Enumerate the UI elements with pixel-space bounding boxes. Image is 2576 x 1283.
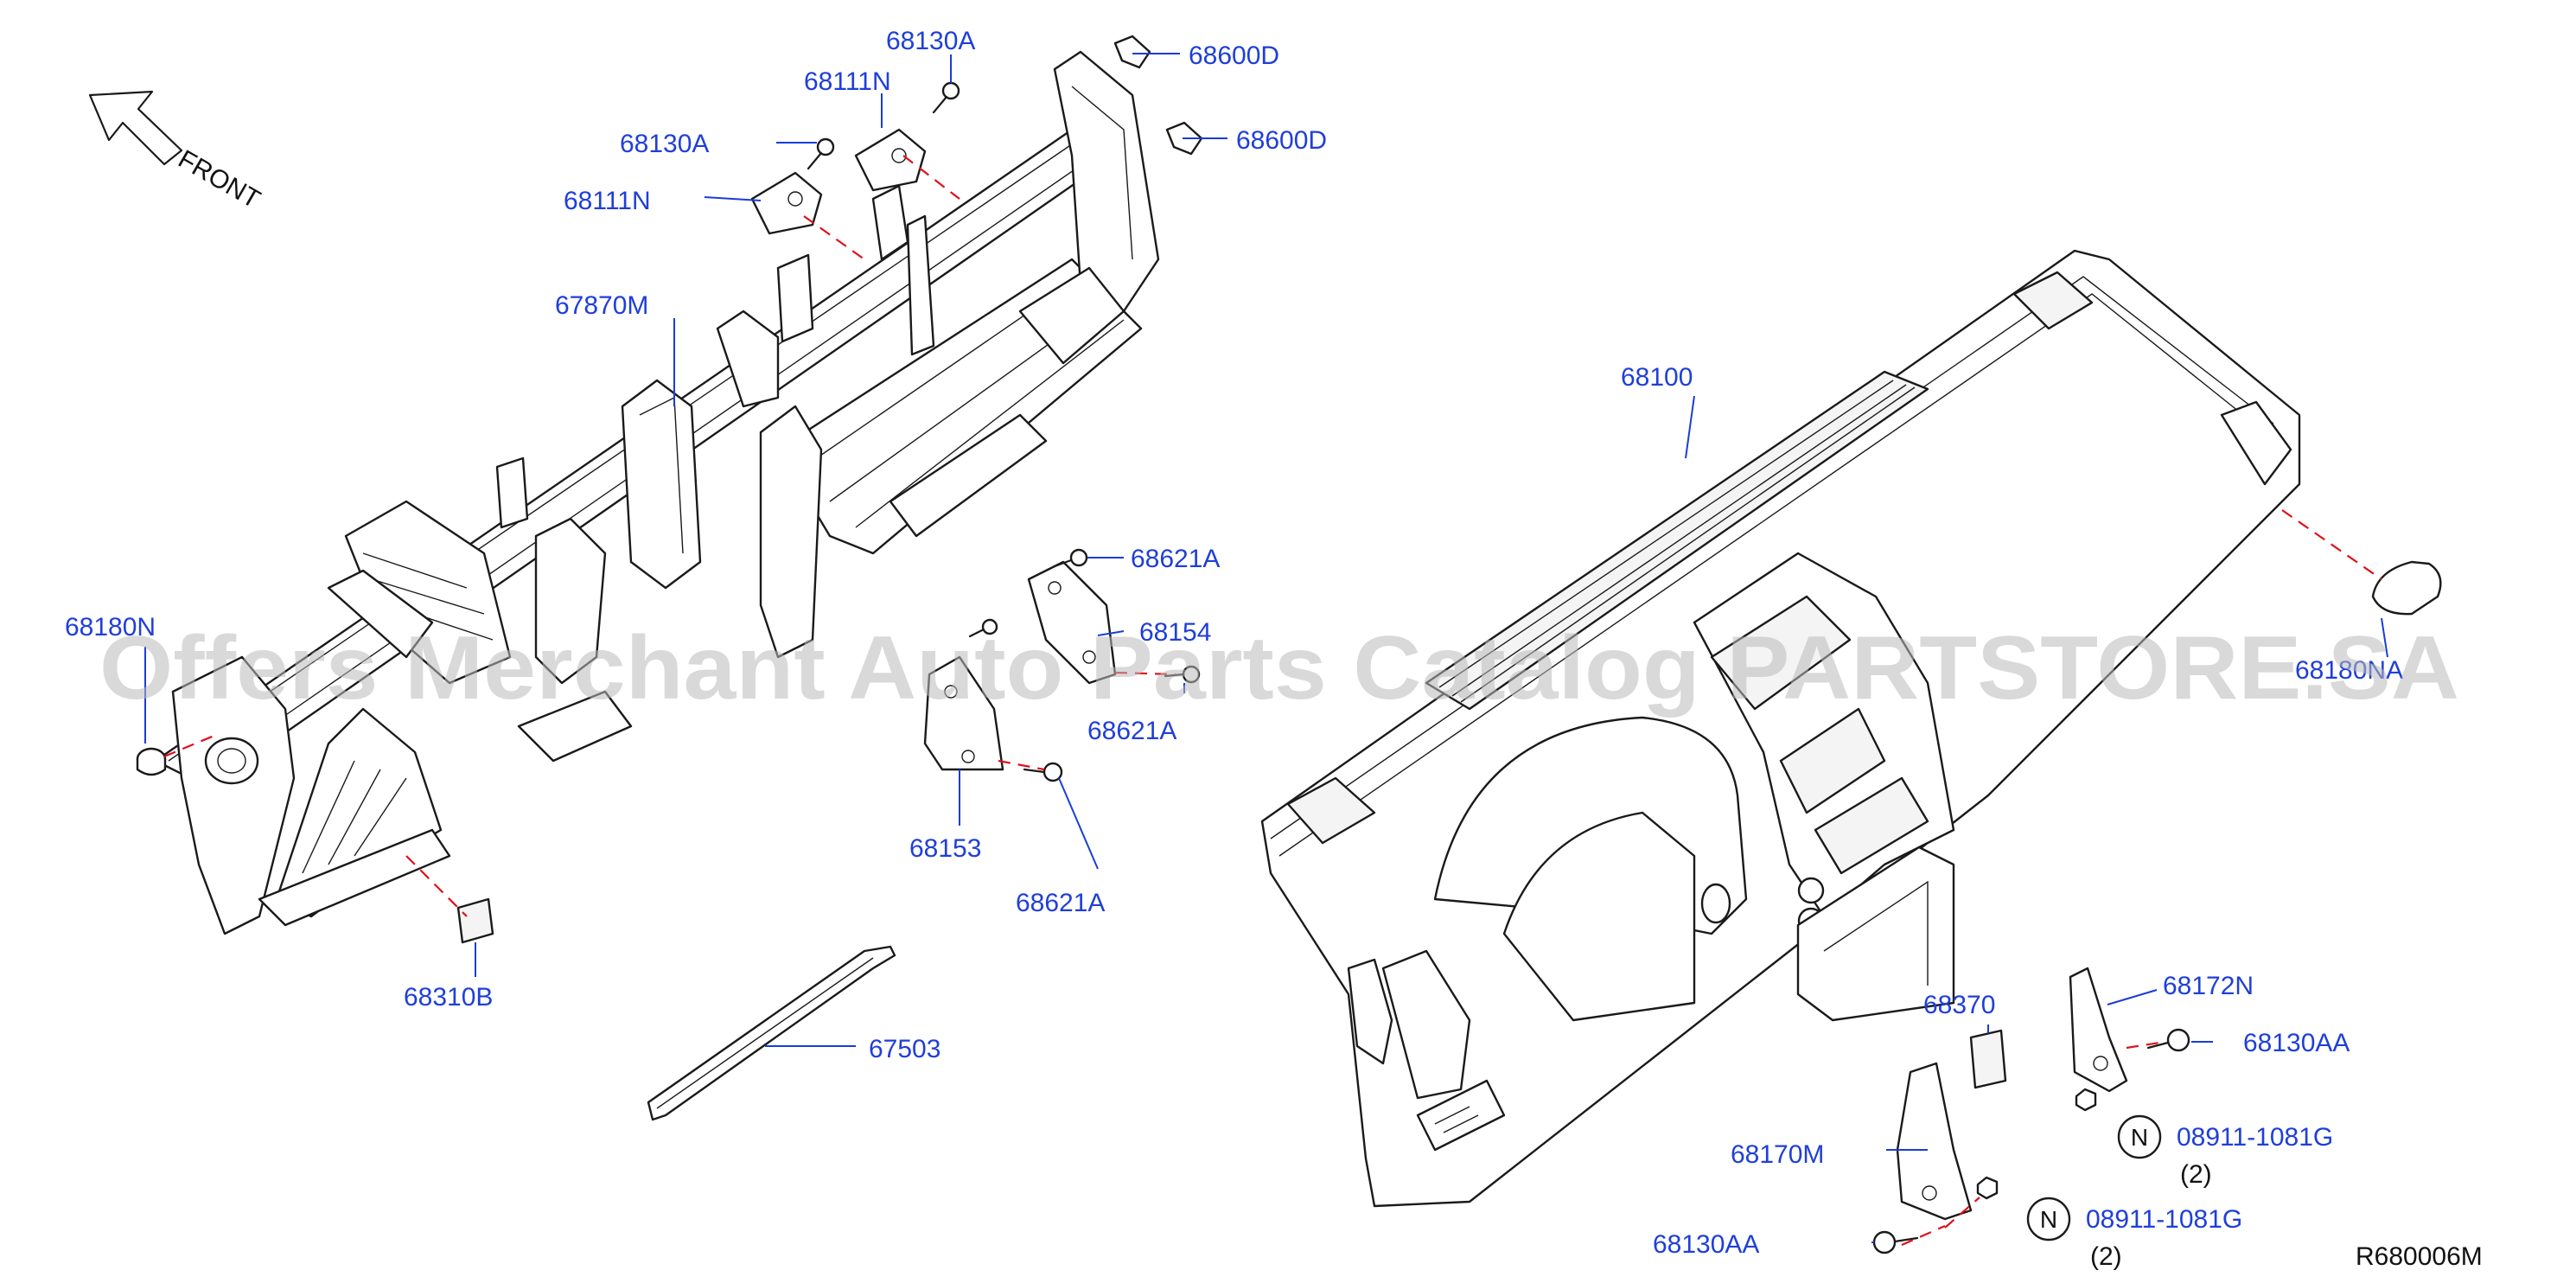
assembly-guide-lines xyxy=(163,155,2382,1247)
instrument-panel-68100 xyxy=(1260,249,2301,1208)
part-label[interactable]: 68153 xyxy=(909,834,981,863)
part-label[interactable]: 68370 xyxy=(1923,991,1995,1019)
part-label[interactable]: 68111N xyxy=(804,67,891,96)
diagram-code: R680006M xyxy=(2356,1242,2483,1271)
bracket-68172n xyxy=(2069,967,2128,1093)
part-label[interactable]: 68600D xyxy=(1189,41,1279,70)
part-label[interactable]: 68180N xyxy=(65,613,156,642)
bolt-68130a-right-icon xyxy=(932,81,960,114)
bracket-68153 xyxy=(923,655,1004,771)
steering-member-67870m xyxy=(154,50,1160,935)
svg-text:N: N xyxy=(2040,1206,2057,1233)
bolt-68153-top-icon xyxy=(968,618,998,638)
part-label[interactable]: 68154 xyxy=(1139,618,1211,647)
plug-68180n-icon xyxy=(136,747,167,776)
quantity-label: (2) xyxy=(2180,1160,2212,1189)
bolt-68621a-top-icon xyxy=(1053,548,1088,568)
part-label[interactable]: 68600D xyxy=(1236,126,1327,155)
bolt-68130aa-left-icon xyxy=(1872,1230,1919,1254)
front-direction-label: FRONT xyxy=(174,144,265,214)
part-label[interactable]: 08911-1081G xyxy=(2086,1205,2242,1234)
bolt-68621a-mid-icon xyxy=(1164,665,1201,684)
n-marker-right: N xyxy=(2117,1114,2162,1159)
cap-68180na-icon xyxy=(2371,560,2442,616)
part-label[interactable]: 68100 xyxy=(1621,363,1693,392)
bolt-68130a-left-icon xyxy=(807,137,835,170)
part-labels: 68130A 68600D 68111N 68130A 68600D 68111… xyxy=(65,27,2403,1271)
part-label[interactable]: 67870M xyxy=(555,291,648,320)
reinforcement-bar-67503 xyxy=(647,945,896,1121)
nut-08911-left-icon xyxy=(1976,1176,1999,1200)
bracket-68111n-left xyxy=(750,171,823,235)
bracket-68170m xyxy=(1896,1062,1973,1221)
bracket-68111n-right xyxy=(854,128,927,192)
watermark-text: Offers Merchant Auto Parts Catalog PARTS… xyxy=(99,618,2459,718)
part-label[interactable]: 68130A xyxy=(620,130,709,158)
front-direction-arrow-icon xyxy=(88,90,183,166)
bolt-68130aa-right-icon xyxy=(2146,1028,2190,1052)
part-label[interactable]: 68130A xyxy=(886,27,975,55)
part-label[interactable]: 68130AA xyxy=(1653,1230,1759,1259)
part-label[interactable]: 68621A xyxy=(1087,717,1176,745)
part-label[interactable]: 67503 xyxy=(869,1035,940,1063)
clip-68600d-upper-icon xyxy=(1113,35,1151,69)
part-label[interactable]: 68111N xyxy=(564,187,651,215)
part-label[interactable]: 68310B xyxy=(404,983,493,1012)
svg-text:N: N xyxy=(2131,1124,2148,1151)
quantity-label: (2) xyxy=(2090,1242,2122,1271)
part-label[interactable]: 68170M xyxy=(1731,1140,1824,1169)
n-marker-left: N xyxy=(2026,1197,2071,1242)
pad-68370-icon xyxy=(1969,1029,2007,1089)
part-label[interactable]: 68172N xyxy=(2163,972,2254,1000)
part-label[interactable]: 68621A xyxy=(1016,889,1105,917)
part-label[interactable]: 08911-1081G xyxy=(2177,1123,2333,1152)
leader-lines xyxy=(144,53,2388,1243)
nut-08911-right-icon xyxy=(2075,1088,2097,1112)
bolt-68621a-bottom-icon xyxy=(1023,762,1063,782)
part-label[interactable]: 68130AA xyxy=(2243,1029,2350,1057)
pad-68310b-icon xyxy=(456,897,494,944)
part-label[interactable]: 68180NA xyxy=(2295,656,2403,685)
bracket-68154 xyxy=(1027,560,1117,685)
part-label[interactable]: 68621A xyxy=(1131,545,1220,573)
